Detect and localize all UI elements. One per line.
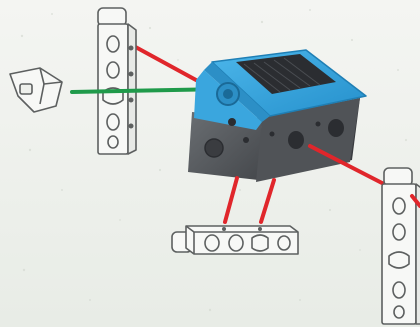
horizontal-beam-bottom <box>172 226 298 254</box>
vertical-beam-left <box>98 8 136 154</box>
vertical-beam-right <box>382 168 420 324</box>
